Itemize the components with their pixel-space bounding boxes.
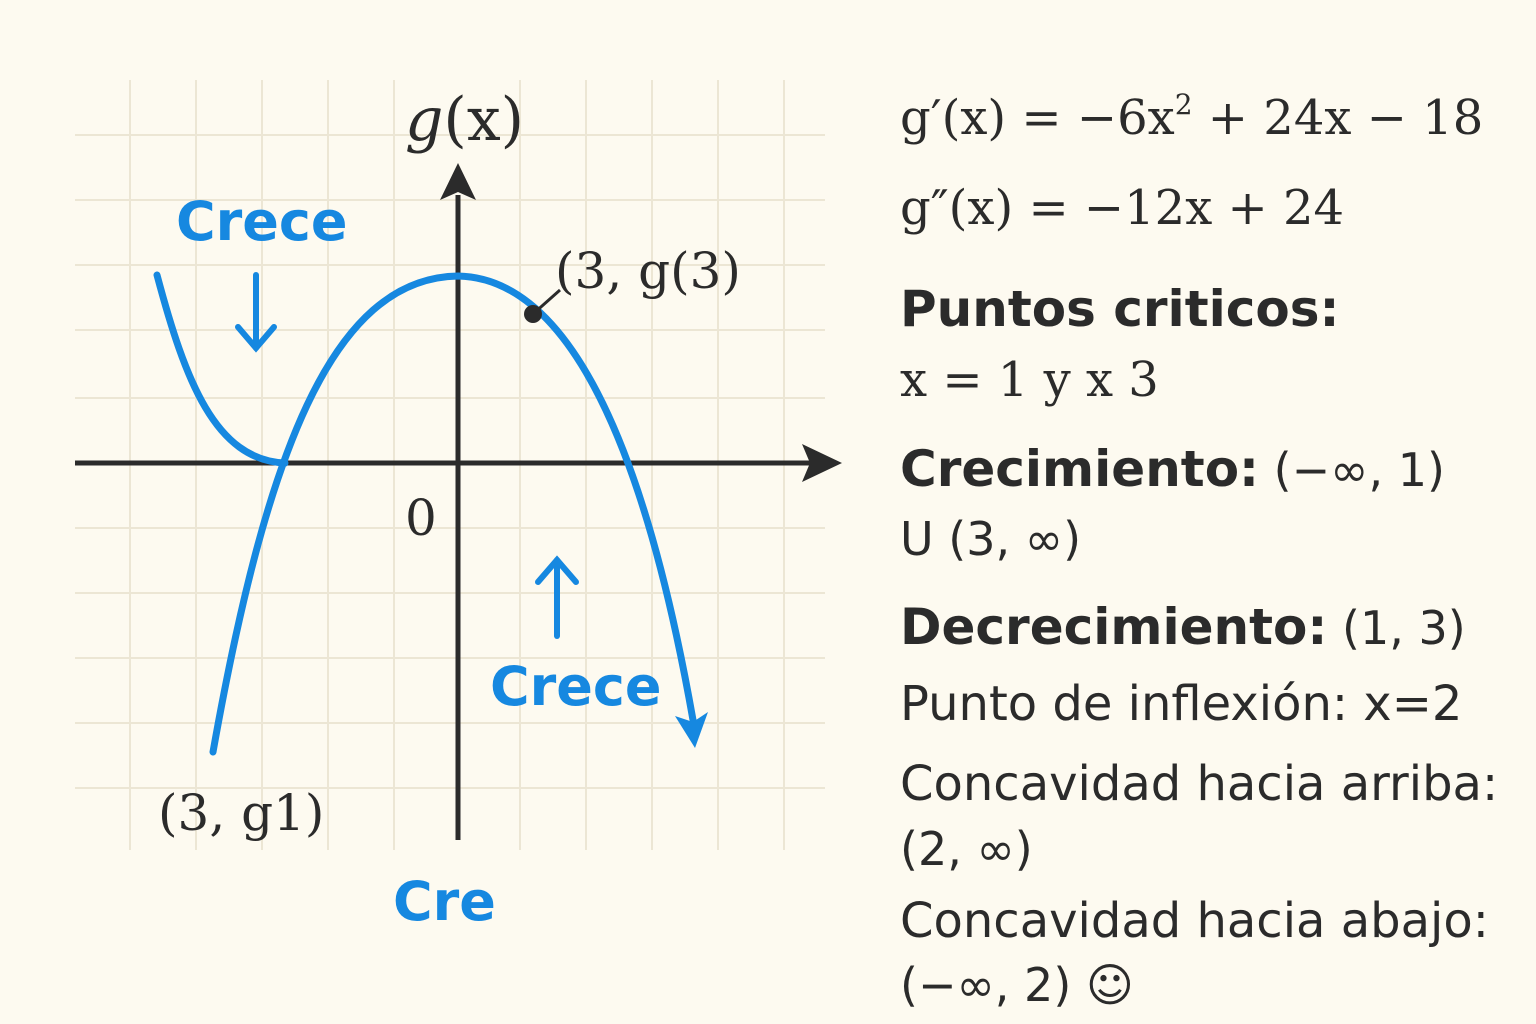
decreasing-interval: Decrecimiento: (1, 3) bbox=[900, 598, 1466, 656]
concave-down-title: Concavidad hacia abajo: bbox=[900, 893, 1489, 949]
increasing-title: Crecimiento: bbox=[900, 440, 1260, 498]
curve-end-arrow-icon bbox=[675, 712, 708, 748]
inflection-point: Punto de inflexión: x=2 bbox=[900, 676, 1463, 732]
point-label-min: (3, g1) bbox=[158, 784, 324, 842]
y-axis-label: g(x) bbox=[405, 85, 524, 155]
first-derivative: g′(x) = −6x2 + 24x − 18 bbox=[900, 88, 1483, 146]
first-derivative-lhs: g′(x) = −6x bbox=[900, 90, 1175, 146]
origin-label: 0 bbox=[405, 489, 437, 547]
concave-up-title: Concavidad hacia arriba: bbox=[900, 756, 1499, 812]
y-axis-label-arg: (x) bbox=[443, 85, 524, 155]
decreasing-title: Decrecimiento: bbox=[900, 598, 1328, 656]
critical-points-values: x = 1 y x 3 bbox=[900, 352, 1159, 408]
critical-points-title: Puntos criticos: bbox=[900, 280, 1340, 338]
label-crece-bottom: Cre bbox=[393, 870, 496, 933]
smiley-icon: ☺ bbox=[1085, 958, 1134, 1012]
grid bbox=[75, 80, 825, 850]
function-graph: g(x) 0 (3, g(3) (3, g1) Crece Crece Cre bbox=[75, 80, 842, 933]
label-crece-right: Crece bbox=[490, 655, 662, 718]
main-curve bbox=[209, 272, 697, 756]
point-label-max: (3, g(3) bbox=[555, 242, 741, 300]
decreasing-value: (1, 3) bbox=[1327, 601, 1466, 655]
y-axis-label-g: g bbox=[405, 85, 443, 155]
second-derivative: g″(x) = −12x + 24 bbox=[900, 180, 1345, 236]
first-derivative-rhs: + 24x − 18 bbox=[1192, 90, 1484, 146]
y-axis-arrow-icon bbox=[440, 163, 476, 200]
x-axis-arrow-icon bbox=[802, 444, 842, 482]
increasing-interval: Crecimiento: (−∞, 1) bbox=[900, 440, 1445, 498]
increasing-union: U (3, ∞) bbox=[900, 512, 1082, 566]
first-derivative-exponent: 2 bbox=[1174, 88, 1193, 121]
down-arrow-icon bbox=[235, 272, 277, 353]
critical-point-marker bbox=[524, 305, 542, 323]
concave-down-row: (−∞, 2) ☺ bbox=[900, 958, 1134, 1012]
label-crece-top: Crece bbox=[176, 190, 348, 253]
increasing-value: (−∞, 1) bbox=[1259, 443, 1445, 497]
concave-up-value: (2, ∞) bbox=[900, 822, 1033, 876]
up-arrow-icon bbox=[535, 555, 579, 639]
concave-down-value: (−∞, 2) bbox=[900, 958, 1072, 1012]
left-curve bbox=[153, 271, 289, 467]
